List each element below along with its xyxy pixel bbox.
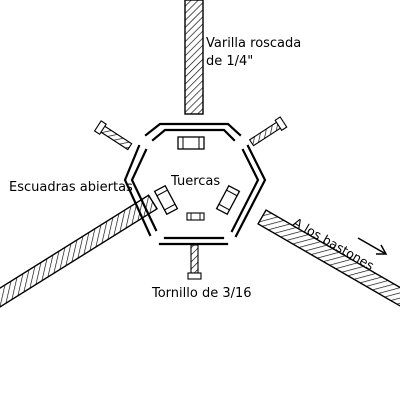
- pole-left: [0, 194, 159, 316]
- label-rod-line2: de 1/4": [206, 54, 253, 69]
- nut-left: [153, 184, 179, 216]
- nut-top: [177, 136, 205, 150]
- label-brackets: Escuadras abiertas: [9, 180, 133, 195]
- arrow-right-down-icon: [357, 237, 388, 255]
- hexagon-brackets: [123, 122, 267, 246]
- label-nuts: Tuercas: [170, 174, 220, 189]
- label-rod-line1: Varilla roscada: [206, 36, 301, 51]
- threaded-rod: [184, 0, 204, 115]
- screw-bottom: [187, 244, 202, 280]
- nut-right: [215, 184, 241, 216]
- screw-left: [93, 120, 133, 151]
- nut-bottom: [186, 212, 205, 221]
- label-screw: Tornillo de 3/16: [151, 286, 252, 301]
- pole-right: [257, 209, 400, 315]
- screw-right: [248, 116, 288, 147]
